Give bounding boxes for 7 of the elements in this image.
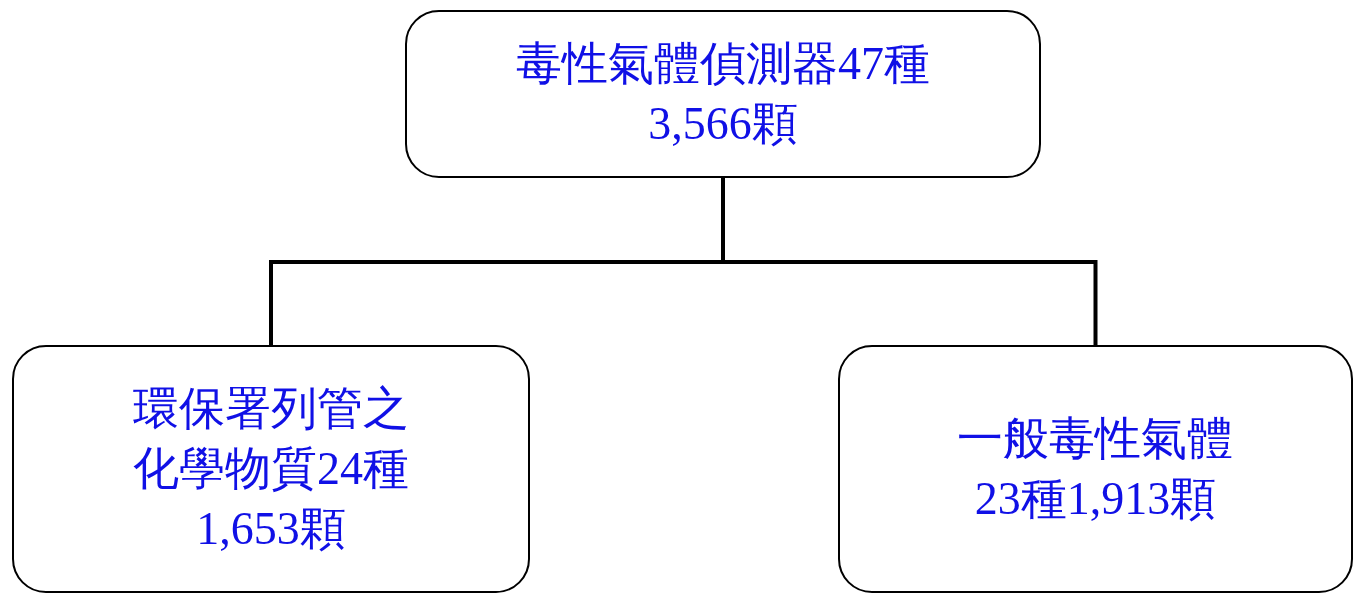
connector-line bbox=[721, 178, 1098, 345]
node-text: 一般毒性氣體23種1,913顆 bbox=[956, 412, 1235, 526]
node-text: 環保署列管之化學物質24種1,653顆 bbox=[132, 382, 410, 556]
rounded-box bbox=[12, 345, 530, 593]
node-text: 毒性氣體偵測器47種3,566顆 bbox=[515, 37, 931, 151]
rounded-box bbox=[838, 345, 1353, 593]
rounded-box bbox=[405, 10, 1041, 178]
